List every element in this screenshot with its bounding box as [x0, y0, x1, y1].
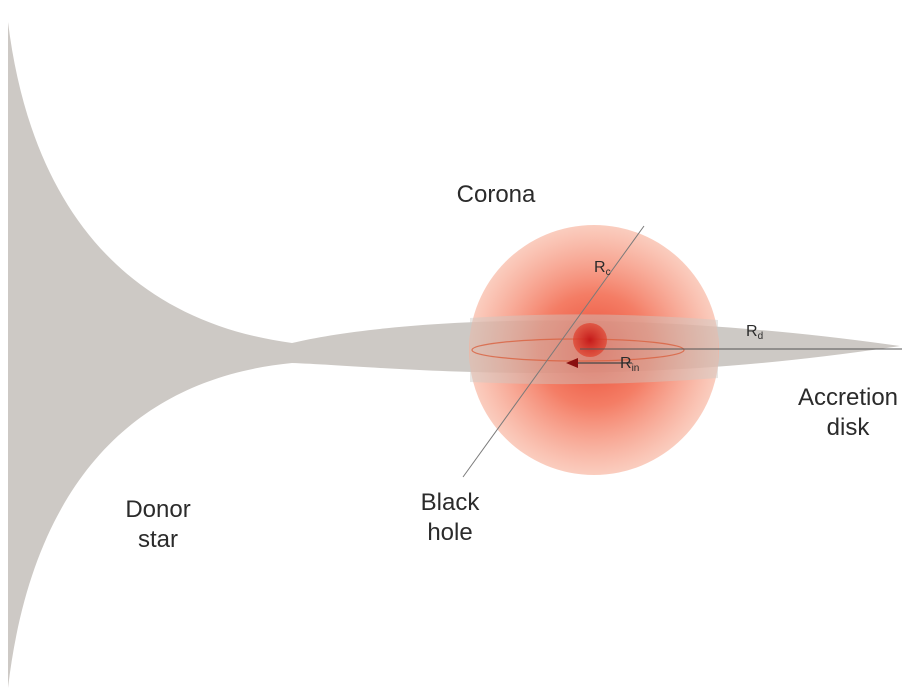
rin-symbol: R: [620, 355, 632, 372]
rd-label: Rd: [746, 323, 763, 346]
rc-symbol: R: [594, 259, 606, 276]
rin-label: Rin: [620, 355, 639, 378]
accretion-disk-label-line1: Accretion: [790, 383, 906, 413]
accretion-disk-label: Accretion disk: [790, 383, 906, 443]
rin-subscript: in: [632, 363, 640, 374]
rc-subscript: c: [606, 267, 611, 278]
black-hole: [573, 323, 607, 357]
black-hole-label-line2: hole: [400, 518, 500, 548]
donor-star-label-line2: star: [108, 525, 208, 555]
rd-symbol: R: [746, 323, 758, 340]
accretion-disk-label-line2: disk: [790, 413, 906, 443]
rd-subscript: d: [758, 331, 764, 342]
donor-star-stream-shape: [8, 22, 900, 688]
donor-star-label-line1: Donor: [108, 495, 208, 525]
rc-label: Rc: [594, 259, 611, 282]
black-hole-label: Black hole: [400, 488, 500, 548]
corona-label: Corona: [446, 180, 546, 210]
black-hole-label-line1: Black: [400, 488, 500, 518]
donor-star-label: Donor star: [108, 495, 208, 555]
